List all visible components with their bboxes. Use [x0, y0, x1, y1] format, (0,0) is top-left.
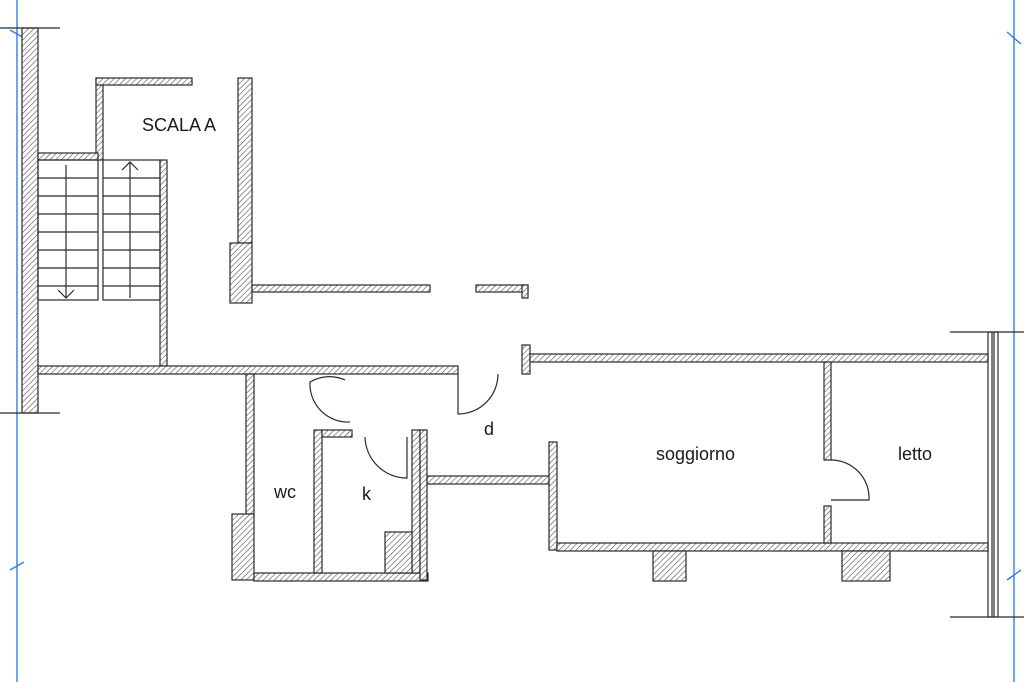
landing-walls	[229, 77, 529, 304]
stair-label: SCALA A	[142, 115, 216, 135]
left-exterior-wall	[0, 27, 60, 414]
room-labels: d wc k soggiorno letto	[273, 419, 932, 504]
stair-treads	[37, 159, 161, 301]
door-swings	[309, 373, 870, 501]
living-room-label: soggiorno	[656, 444, 735, 464]
guide-lines	[9, 0, 1022, 682]
stairwell: SCALA A	[37, 77, 216, 367]
kitchen-label: k	[362, 484, 372, 504]
apartment-walls	[37, 344, 989, 582]
hall-label: d	[484, 419, 494, 439]
bedroom-label: letto	[898, 444, 932, 464]
right-window-wall	[950, 331, 1024, 618]
wc-label: wc	[273, 482, 296, 502]
